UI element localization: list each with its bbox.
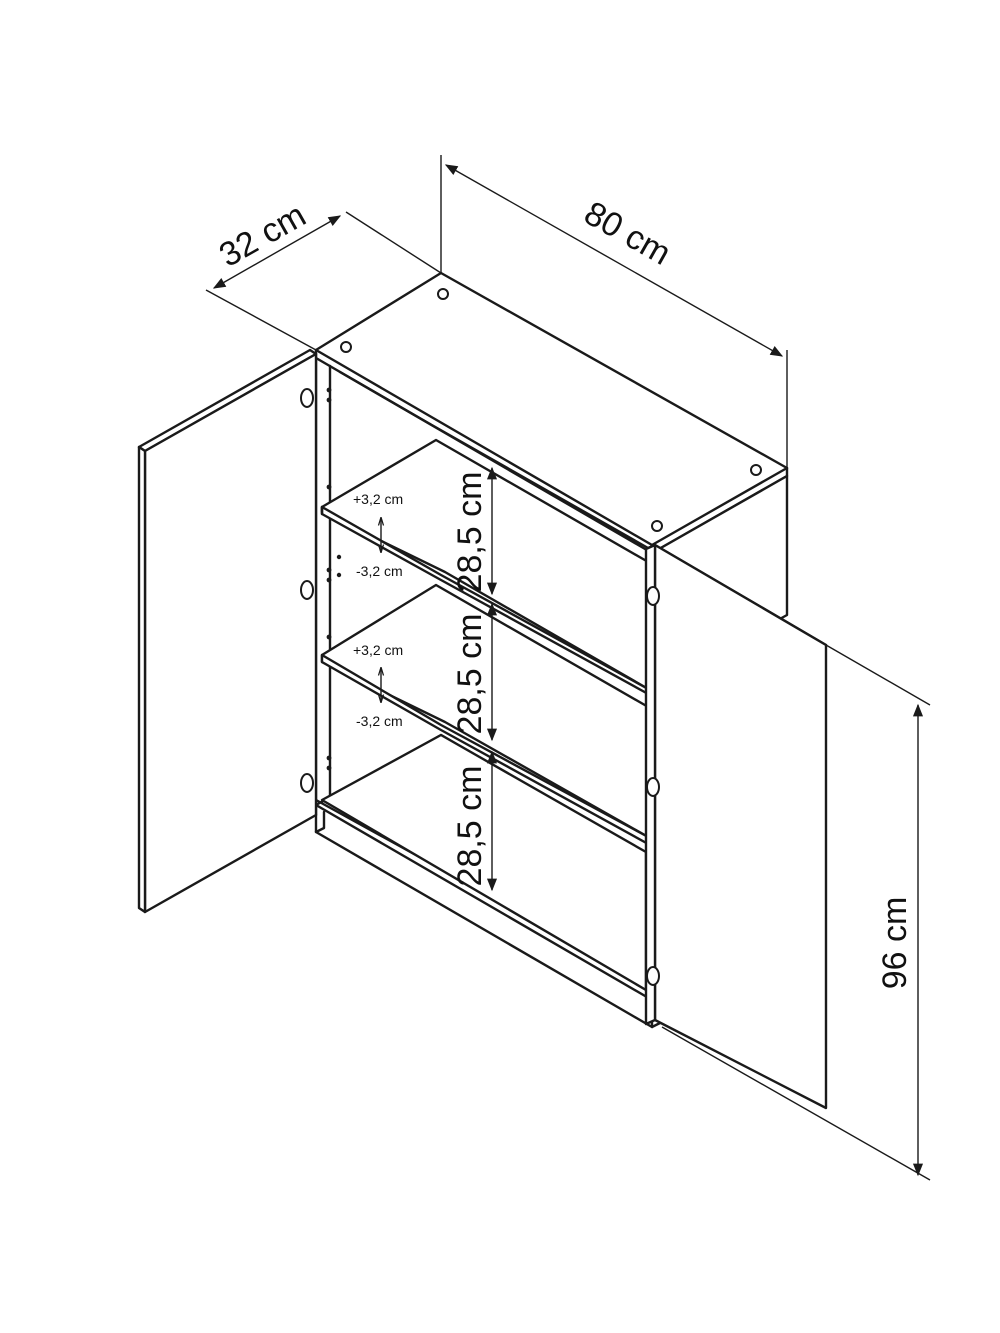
shelf-adjust-down-label-1: -3,2 cm — [356, 563, 403, 579]
height-label: 96 cm — [876, 897, 914, 990]
width-label: 80 cm — [578, 194, 677, 273]
shelf-adjust-down-label-2: -3,2 cm — [356, 713, 403, 729]
shelf-spacing-top-label: 28,5 cm — [451, 472, 489, 593]
left-door — [137, 348, 318, 914]
dimension-width — [440, 155, 788, 468]
shelf-adjust-up-label-1: +3,2 cm — [353, 491, 403, 507]
right-door — [644, 543, 828, 1110]
shelf-spacing-bottom-label: 28,5 cm — [451, 766, 489, 887]
shelf-adjust-up-label-2: +3,2 cm — [353, 642, 403, 658]
shelf-spacing-middle-label: 28,5 cm — [451, 614, 489, 735]
depth-label: 32 cm — [213, 196, 312, 275]
shelf-pin-holes — [326, 387, 342, 771]
dimension-height — [661, 644, 931, 1181]
dimension-depth — [205, 211, 442, 351]
